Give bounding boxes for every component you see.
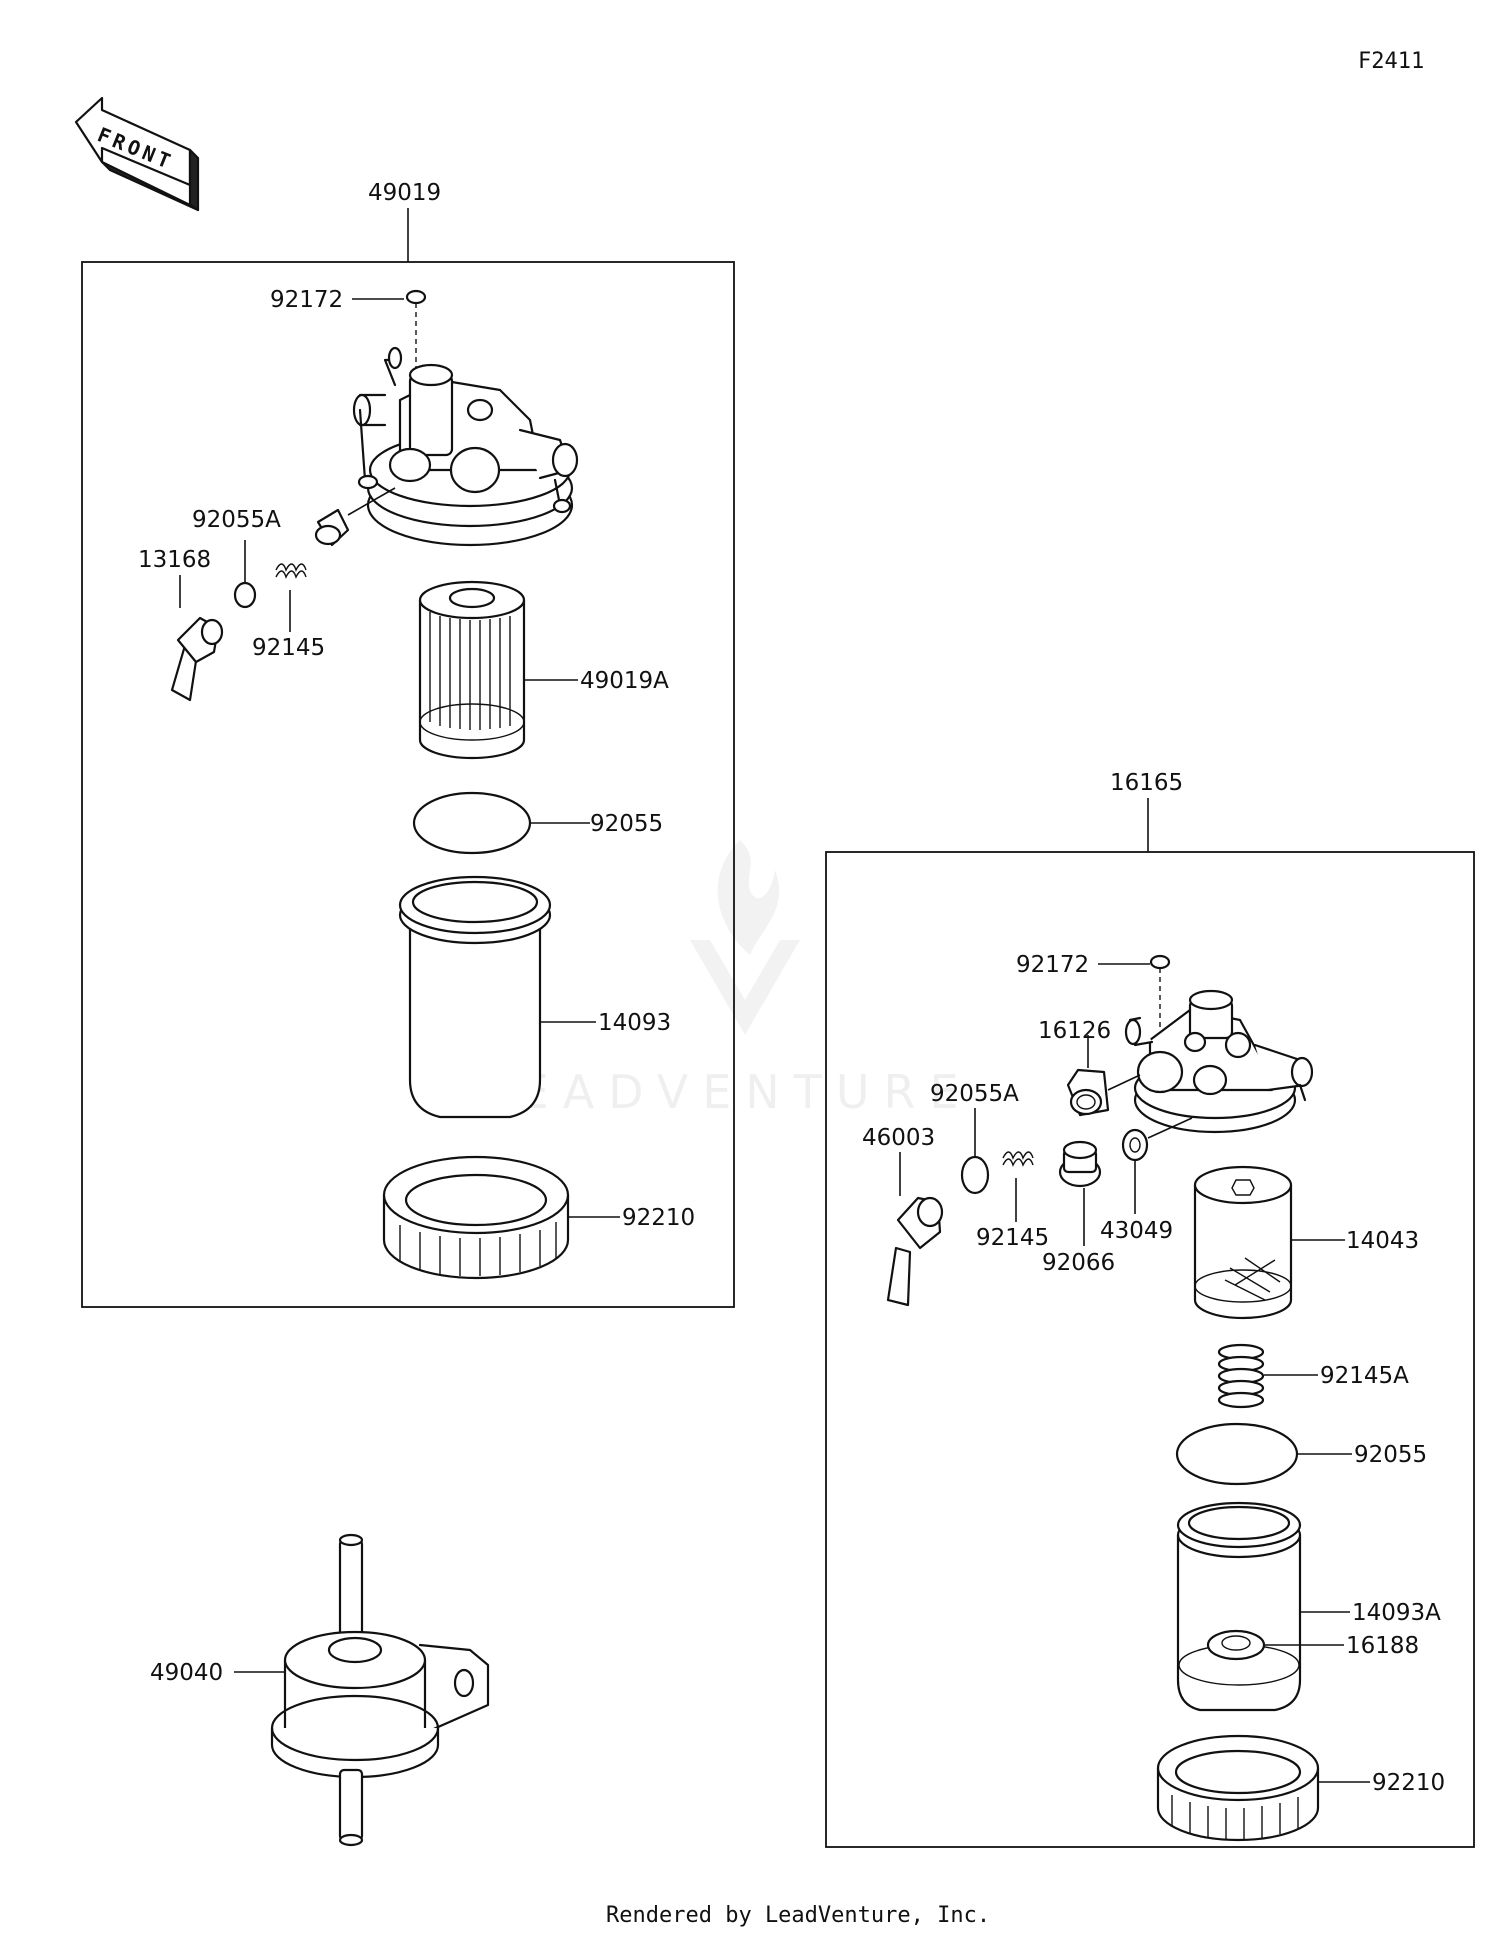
label-46003: 46003 (862, 1125, 935, 1151)
assembly-box-16165 (825, 851, 1475, 1848)
label-92055-right: 92055 (1354, 1442, 1427, 1468)
filter-head-right (1124, 989, 1314, 1134)
label-92172-right: 92172 (1016, 952, 1089, 978)
spring-92145: 92145 (252, 563, 325, 661)
oring-small-92055A: 92055A (192, 507, 281, 609)
label-92055-left: 92055 (590, 811, 663, 837)
screw-92172: 92172 (270, 287, 427, 440)
assembly-number-16165: 16165 (1110, 770, 1183, 796)
lever-13168: 13168 (138, 547, 224, 702)
label-14043: 14043 (1346, 1228, 1419, 1254)
label-92145-right: 92145 (976, 1225, 1049, 1251)
screw-92172-right: 92172 (1016, 952, 1171, 1030)
footer-credit: Rendered by LeadVenture, Inc. (606, 1903, 990, 1928)
inline-filter-49040: 49040 (150, 1533, 490, 1847)
cap-16126: 16126 (1038, 1018, 1141, 1117)
label-49019A: 49019A (580, 668, 669, 694)
watermark-text: LEADVENTURE (480, 1065, 973, 1119)
label-92066: 92066 (1042, 1250, 1115, 1276)
element-49019A: 49019A (418, 580, 669, 760)
washer-43049: 43049 (1100, 1117, 1193, 1244)
label-16188: 16188 (1346, 1633, 1419, 1659)
element-14043: 14043 (1193, 1165, 1419, 1320)
bowl-14093: 14093 (398, 875, 671, 1119)
watermark: LEADVENTURE (480, 840, 973, 1119)
diagram-code: F2411 (1358, 49, 1424, 74)
ring-nut-92210-left: 92210 (382, 1155, 695, 1280)
assembly-box-49019 (81, 261, 735, 1308)
label-92055A-right: 92055A (930, 1081, 1019, 1107)
bowl-14093A: 14093A (1176, 1501, 1441, 1712)
assembly-number-49019: 49019 (368, 180, 441, 206)
spring-92145-right: 92145 (976, 1151, 1049, 1251)
filter-head (352, 346, 579, 547)
label-92210-left: 92210 (622, 1205, 695, 1231)
spring-92145A: 92145A (1217, 1343, 1409, 1409)
label-16126: 16126 (1038, 1018, 1111, 1044)
assembly-16165: 16165 92172 (825, 770, 1475, 1848)
float-16188: 16188 (1206, 1629, 1419, 1661)
label-92145-left: 92145 (252, 635, 325, 661)
lever-46003: 46003 (862, 1125, 944, 1307)
plug-left (314, 487, 396, 547)
ring-nut-92210-right: 92210 (1156, 1734, 1445, 1842)
label-92172: 92172 (270, 287, 343, 313)
label-92145A: 92145A (1320, 1363, 1409, 1389)
oring-92055-left: 92055 (412, 791, 663, 855)
label-14093: 14093 (598, 1010, 671, 1036)
assembly-49019: 49019 92172 (81, 180, 735, 1308)
label-14093A: 14093A (1352, 1600, 1441, 1626)
label-13168: 13168 (138, 547, 211, 573)
oring-small-92055A-right: 92055A (930, 1081, 1019, 1195)
label-92210-right: 92210 (1372, 1770, 1445, 1796)
oring-92055-right: 92055 (1175, 1422, 1427, 1486)
label-49040: 49040 (150, 1660, 223, 1686)
label-92055A-left: 92055A (192, 507, 281, 533)
label-43049: 43049 (1100, 1218, 1173, 1244)
plug-92066: 92066 (1042, 1140, 1115, 1276)
front-arrow-icon: FRONT (74, 96, 200, 212)
